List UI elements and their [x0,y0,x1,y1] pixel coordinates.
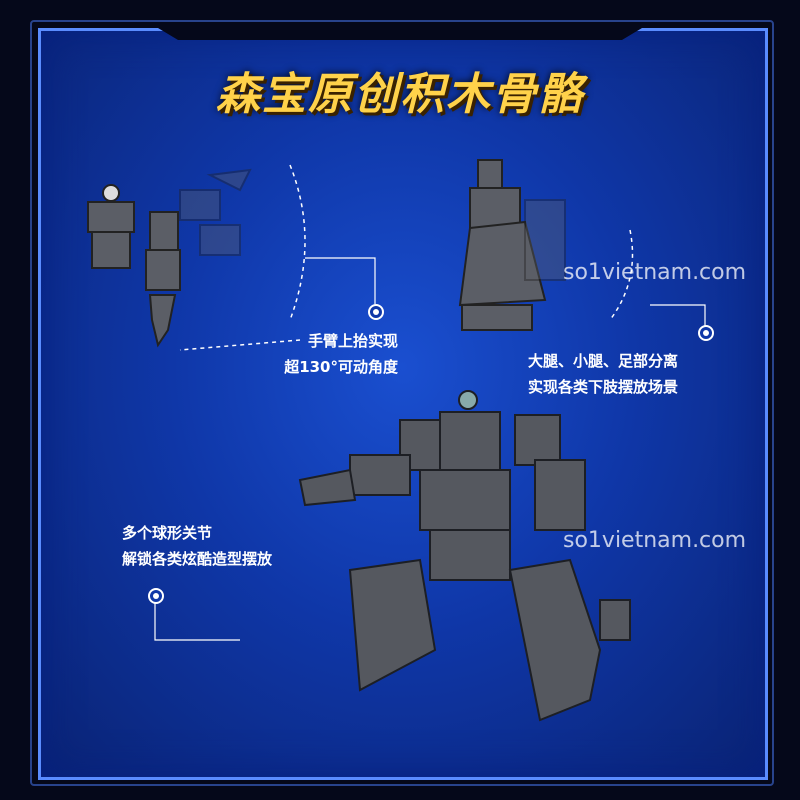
feature-joint-line1: 多个球形关节 [122,524,213,542]
watermark: so1vietnam.com [563,260,747,285]
feature-leg: 大腿、小腿、足部分离 实现各类下肢摆放场景 [528,348,678,400]
robot-illustration [298,390,631,722]
feature-arm: 手臂上抬实现 超130°可动角度 [258,328,398,380]
callout-dot-leg [698,325,714,341]
page-title: 森宝原创积木骨骼 [216,69,584,120]
feature-joint-line2: 解锁各类炫酷造型摆放 [122,550,273,568]
watermark: so1vietnam.com [563,528,747,553]
arm-illustration [87,168,252,348]
feature-leg-line2: 实现各类下肢摆放场景 [528,378,679,396]
rotation-arrow [289,164,306,321]
callout-dot-joint [148,588,164,604]
feature-joint: 多个球形关节 解锁各类炫酷造型摆放 [122,520,272,572]
callout-dot-arm [368,304,384,320]
leg-illustration [458,159,566,331]
feature-arm-line2: 超130°可动角度 [284,358,398,376]
outer-frame [30,20,774,786]
feature-arm-line1: 手臂上抬实现 [307,332,398,350]
feature-leg-line1: 大腿、小腿、足部分离 [528,352,679,370]
